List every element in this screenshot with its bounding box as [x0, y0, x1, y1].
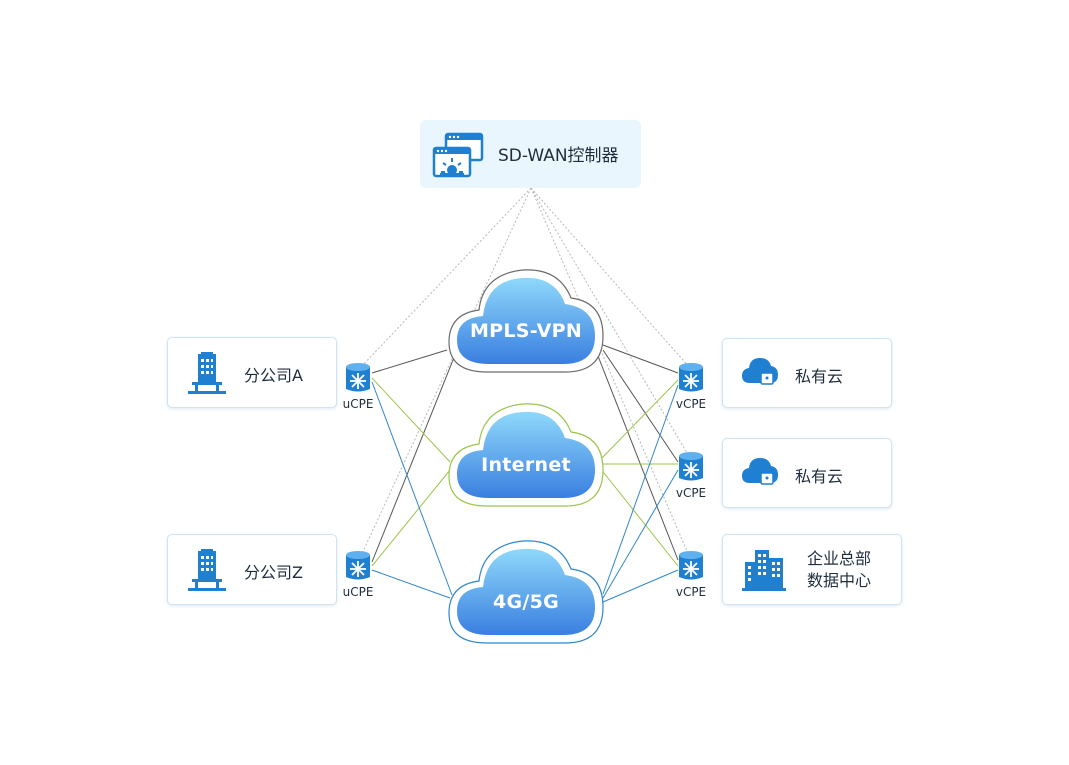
private-cloud-1-label: 私有云 [795, 367, 844, 386]
branch-z-box: 分公司Z [167, 534, 337, 605]
datacenter-buildings-icon [742, 550, 786, 591]
controller-label: SD-WAN控制器 [498, 146, 619, 166]
private-cloud-2-label: 私有云 [795, 467, 844, 486]
ucpe-z-label: uCPE [342, 585, 374, 599]
vcpe-3-label: vCPE [675, 585, 707, 599]
control-plane-links [359, 187, 691, 559]
sdwan-controller: SD-WAN控制器 [420, 120, 641, 188]
private-cloud-2-box: 私有云 [722, 438, 892, 508]
internet-cloud: Internet [447, 396, 605, 508]
ucpe-a-label: uCPE [342, 397, 374, 411]
mobile-4g5g-cloud: 4G/5G [447, 533, 605, 645]
private-cloud-lock-icon [742, 458, 778, 485]
cloud-shape-icon [448, 269, 604, 373]
mpls-links [371, 344, 679, 563]
mpls-vpn-cloud: MPLS-VPN [447, 262, 605, 374]
branch-a-label: 分公司A [244, 366, 303, 385]
office-building-icon [188, 549, 226, 591]
branch-z-label: 分公司Z [244, 563, 303, 582]
office-building-icon [188, 352, 226, 394]
mpls-vpn-label: MPLS-VPN [469, 320, 583, 342]
private-cloud-lock-icon [742, 358, 778, 385]
controller-windows-icon [432, 132, 484, 178]
mobile-links [371, 381, 679, 603]
mobile-4g5g-label: 4G/5G [492, 591, 560, 613]
hq-datacenter-box: 企业总部 数据中心 [722, 534, 902, 605]
private-cloud-1-box: 私有云 [722, 338, 892, 408]
cloud-shape-icon [448, 403, 604, 507]
hq-label-line1: 企业总部 [807, 549, 872, 568]
router-cylinder-icon [679, 452, 703, 481]
router-cylinder-icon [346, 551, 370, 580]
router-cylinder-icon [346, 363, 370, 392]
router-cylinder-icon [679, 363, 703, 392]
router-cylinder-icon [679, 551, 703, 580]
hq-datacenter-label: 企业总部 数据中心 [807, 548, 871, 592]
hq-label-line2: 数据中心 [807, 571, 872, 590]
branch-a-box: 分公司A [167, 337, 337, 408]
internet-label: Internet [481, 454, 571, 476]
vcpe-1-label: vCPE [675, 397, 707, 411]
cloud-shape-icon [448, 540, 604, 644]
vcpe-2-label: vCPE [675, 486, 707, 500]
internet-links [371, 377, 679, 567]
